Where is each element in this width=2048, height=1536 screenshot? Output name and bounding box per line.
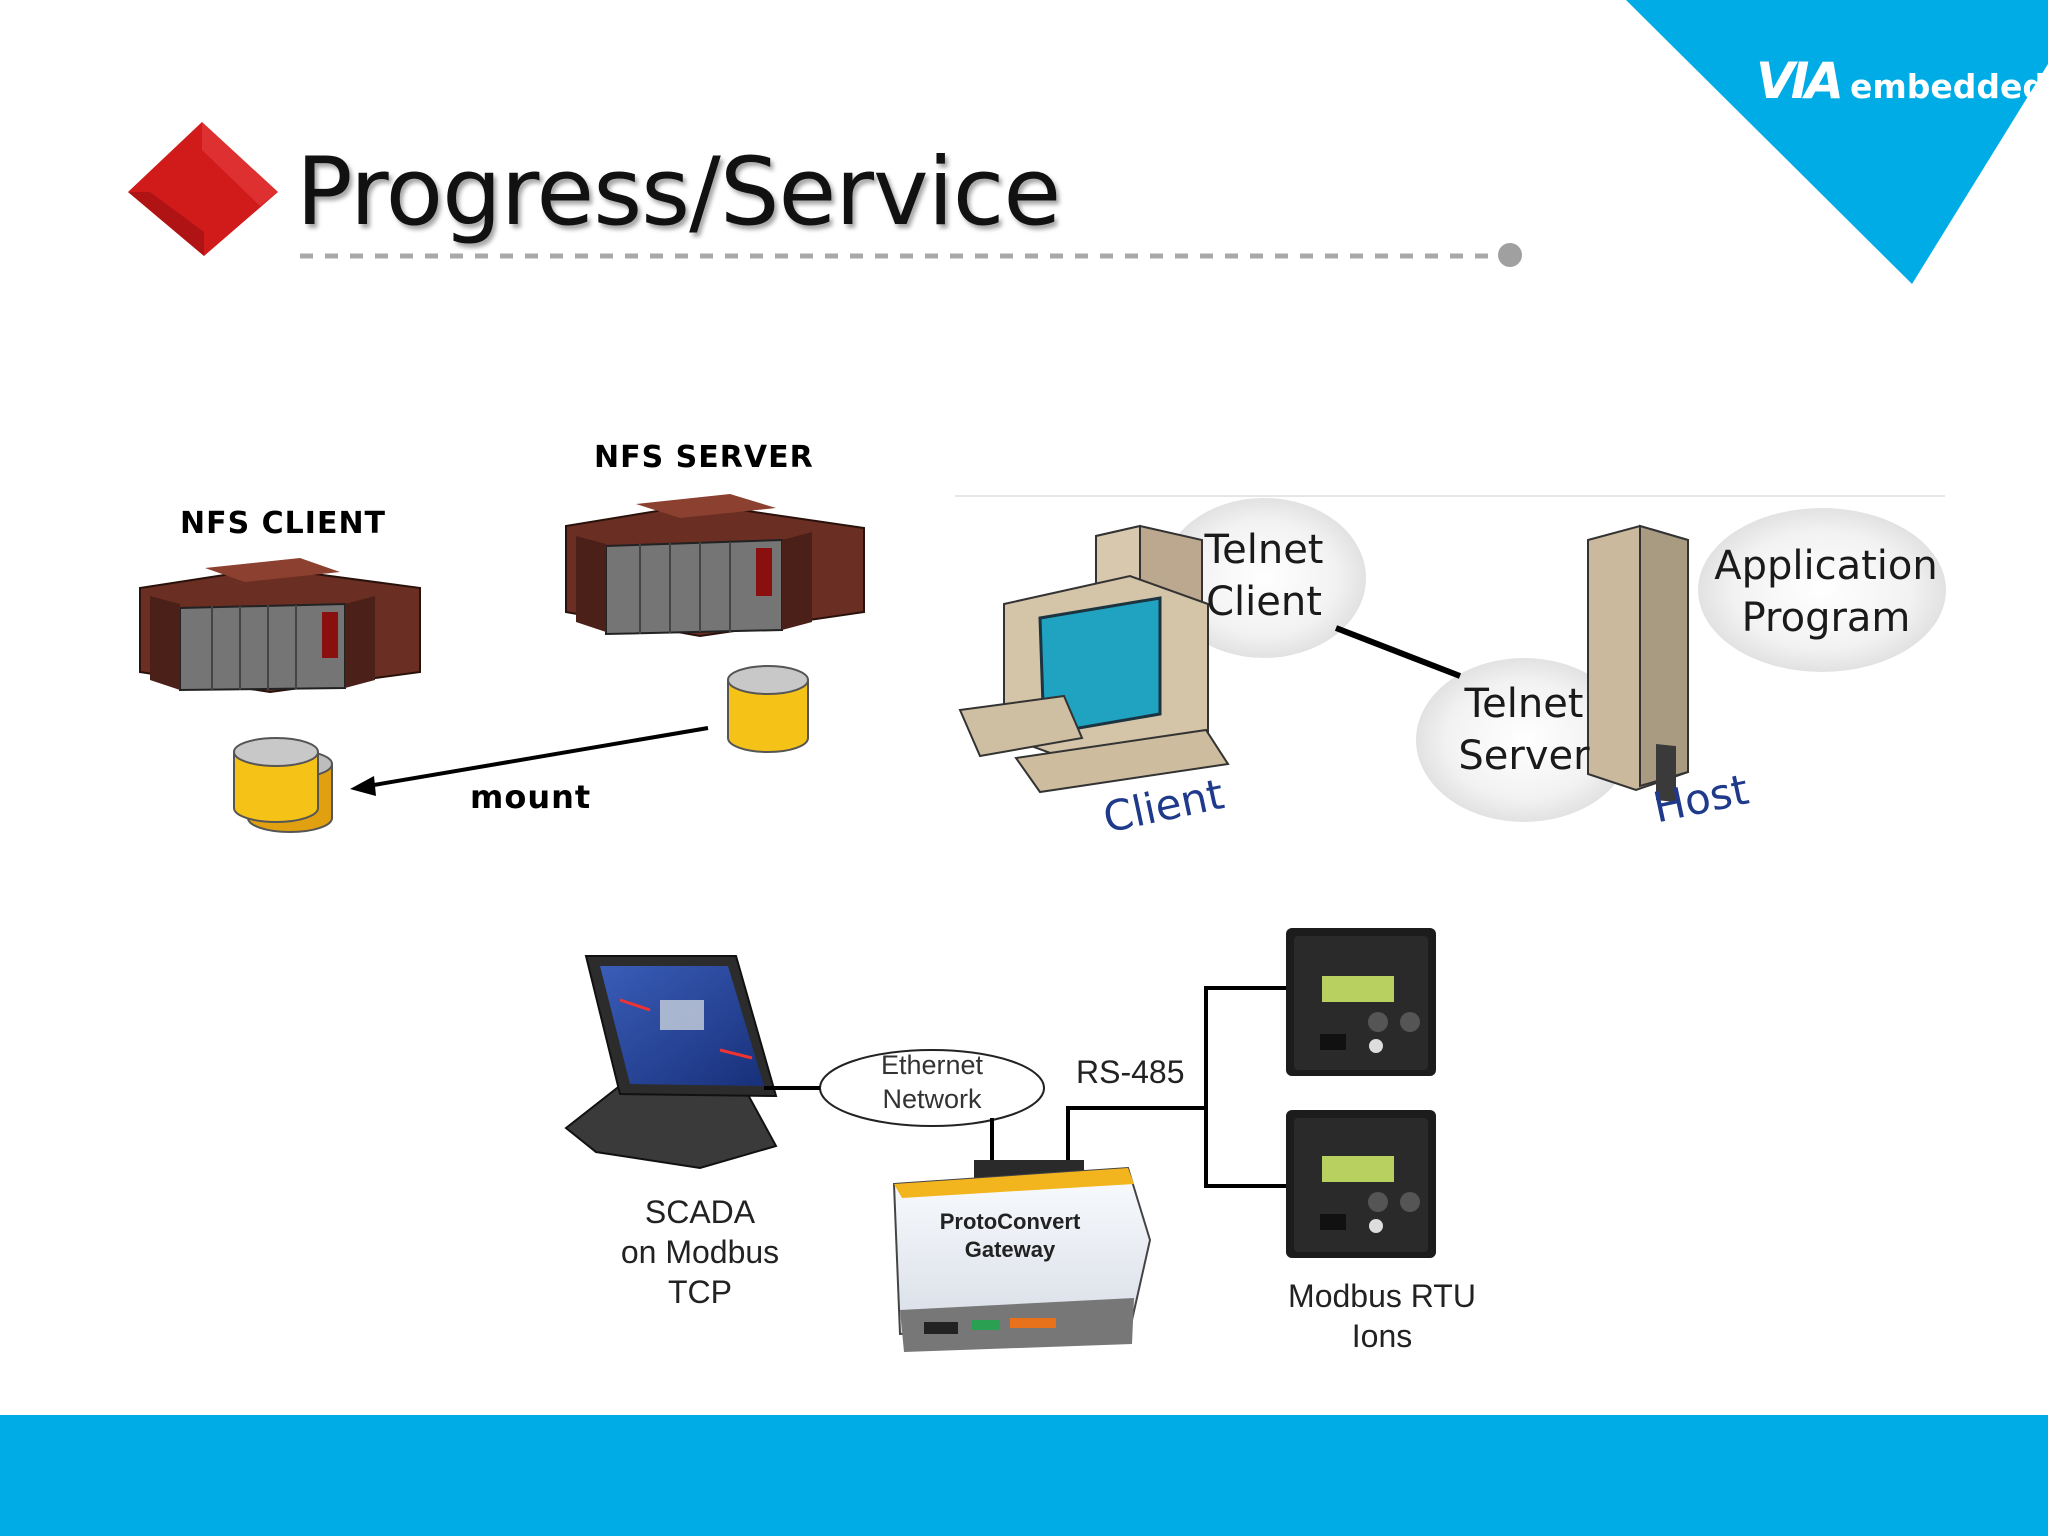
rs485-line <box>1066 1106 1206 1170</box>
underline-dot <box>1498 243 1522 267</box>
telnet-client-text: Telnet Client <box>1204 527 1324 625</box>
modbus-rtu-label: Modbus RTU Ions <box>1288 1278 1476 1354</box>
logo-mark: VIA <box>1756 52 1844 110</box>
scada-label: SCADA on Modbus TCP <box>620 1194 780 1310</box>
logo-word: embedded <box>1850 67 2047 106</box>
slide-title: Progress/Service <box>296 138 1061 247</box>
telnet-client-bubble <box>1162 498 1366 658</box>
nfs-server-label: NFS SERVER <box>594 440 814 475</box>
client-computer-icon <box>958 524 1230 794</box>
footer-bar <box>0 1415 2048 1536</box>
telnet-server-text: Telnet Server <box>1458 681 1590 779</box>
server-disk-icon <box>727 665 809 753</box>
title-diamond-icon <box>128 122 278 256</box>
ethernet-network-text: Ethernet Network <box>880 1050 984 1114</box>
host-tower-icon <box>1587 524 1689 803</box>
mount-label: mount <box>470 778 592 816</box>
application-program-text: Application Program <box>1714 543 1938 641</box>
mount-arrow <box>350 726 709 796</box>
application-program-bubble <box>1698 508 1946 672</box>
telnet-connection-line <box>1334 625 1462 679</box>
telnet-server-bubble <box>1416 658 1632 822</box>
nfs-client-label: NFS CLIENT <box>180 506 387 541</box>
corner-triangle <box>1626 0 2048 284</box>
rs485-bus <box>1204 986 1286 1188</box>
gateway-text: ProtoConvert Gateway <box>939 1209 1081 1262</box>
modbus-rtu-meter-top-icon <box>1286 928 1436 1076</box>
scada-panel-icon <box>564 955 778 1170</box>
nfs-client-server-icon <box>139 558 421 694</box>
client-disk-icon <box>233 737 333 833</box>
rs485-label: RS-485 <box>1076 1054 1185 1090</box>
nfs-server-server-icon <box>565 494 865 638</box>
protoconvert-gateway-icon <box>892 1160 1152 1352</box>
modbus-rtu-meter-bottom-icon <box>1286 1110 1436 1258</box>
